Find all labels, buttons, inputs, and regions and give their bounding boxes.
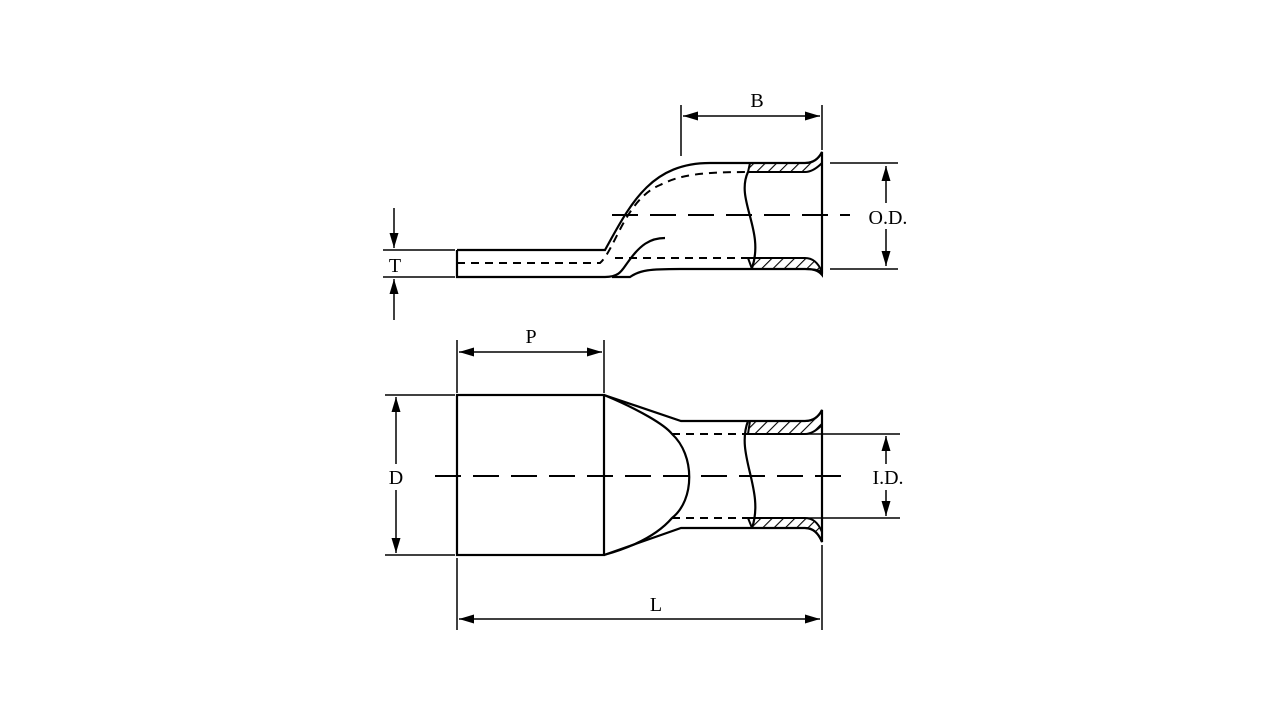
top-view: P D I.D. L [384,326,916,630]
label-b: B [750,90,763,112]
break-line [743,420,757,529]
label-l: L [650,594,662,616]
side-view: B O.D. T [383,90,914,320]
label-p: P [525,326,536,348]
break-line [743,171,757,269]
label-t: T [389,255,401,277]
label-d: D [389,467,403,489]
label-od: O.D. [869,207,908,229]
label-id: I.D. [872,467,903,489]
